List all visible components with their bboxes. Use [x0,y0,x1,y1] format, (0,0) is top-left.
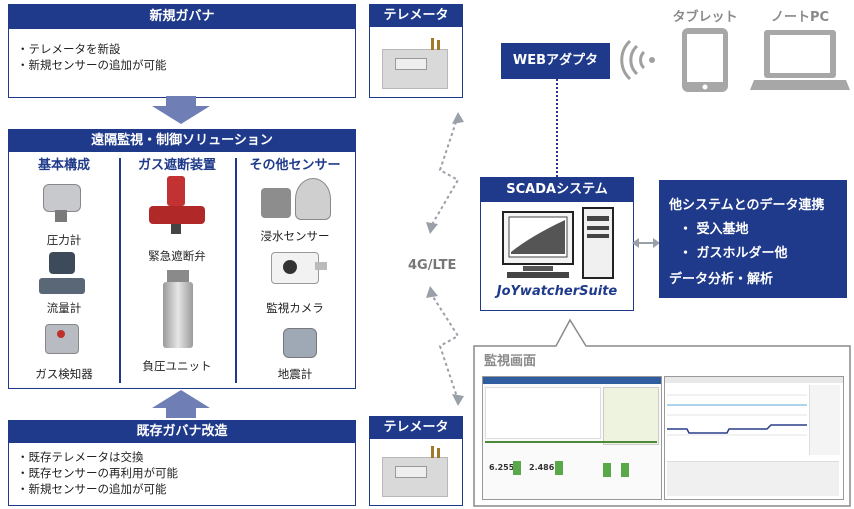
telemeter-device-icon [382,446,448,497]
seismometer-label: 地震計 [277,367,313,381]
pressure-gauge-icon [39,182,85,222]
data-linkage-item-1: ・ 受入基地 [679,222,749,237]
data-linkage-footer: データ分析・解析 [669,272,774,287]
existing-governor-bullet-1: ・既存テレメータは交換 [17,450,144,464]
column-basic-header: 基本構成 [37,158,90,173]
scada-box: SCADAシステム JoYwatcherSuite [480,177,634,311]
existing-governor-bullet-2: ・既存センサーの再利用が可能 [17,466,178,480]
flow-meter-label: 流量計 [46,301,82,315]
negative-pressure-unit-icon [161,270,195,354]
notebook-label: ノートPC [770,10,830,25]
wifi-signal-icon [620,40,655,80]
data-link-arrow-icon [632,238,660,248]
surveillance-camera-label: 監視カメラ [266,301,324,315]
scada-title: SCADAシステム [481,178,633,202]
scada-computer-icon [502,207,614,279]
data-linkage-box: 他システムとのデータ連携 ・ 受入基地 ・ ガスホルダー他 データ分析・解析 [659,180,847,298]
column-shutoff-header: ガス遮断装置 [137,158,216,173]
gas-detector-icon [39,322,85,362]
column-other-sensor-header: その他センサー [249,158,341,173]
flood-sensor-label: 浸水センサー [260,229,330,243]
seismometer-icon [281,326,317,360]
pressure-gauge-label: 圧力計 [46,233,82,247]
telemeter-bottom-box: テレメータ [369,416,463,506]
new-governor-title: 新規ガバナ [9,5,355,29]
remote-solution-box: 遠隔監視・制御ソリューション 基本構成 圧力計 流量計 ガス検知器 ガス遮断装置… [8,129,356,389]
telemeter-top-box: テレメータ [369,4,463,98]
new-governor-bullet-1: ・テレメータを新設 [17,42,121,56]
monitor-title: 監視画面 [484,354,537,369]
down-arrow-icon [152,96,210,124]
telemeter-bottom-title: テレメータ [370,417,462,439]
flow-meter-icon [39,252,85,302]
gas-detector-label: ガス検知器 [35,367,93,381]
flood-sensor-icon [261,178,331,222]
new-governor-box: 新規ガバナ ・テレメータを新設 ・新規センサーの追加が可能 [8,4,356,98]
existing-governor-title: 既存ガバナ改造 [9,421,355,443]
telemeter-top-title: テレメータ [370,5,462,27]
web-adapter-box: WEBアダプタ [501,43,610,79]
up-arrow-icon [152,390,210,418]
monitor-value-1: 6.255 [489,463,515,472]
monitor-screenshot-1: 6.255 2.486 [482,376,662,500]
data-linkage-item-2: ・ ガスホルダー他 [679,246,788,261]
emergency-valve-icon [145,176,209,236]
data-linkage-title: 他システムとのデータ連携 [669,198,825,213]
existing-governor-box: 既存ガバナ改造 ・既存テレメータは交換 ・既存センサーの再利用が可能 ・新規セン… [8,420,356,506]
new-governor-bullet-2: ・新規センサーの追加が可能 [17,58,167,72]
network-label: 4G/LTE [408,258,457,273]
telemeter-device-icon [382,38,448,89]
remote-solution-title: 遠隔監視・制御ソリューション [9,130,355,152]
notebook-icon [750,30,850,90]
surveillance-camera-icon [271,248,327,288]
monitor-screenshot-2 [664,376,844,500]
scada-brand-logo: JoYwatcherSuite [496,284,618,299]
tablet-icon [682,28,728,92]
monitor-value-2: 2.486 [529,463,555,472]
tablet-label: タブレット [672,10,738,25]
web-scada-connector [556,79,558,177]
existing-governor-bullet-3: ・新規センサーの追加が可能 [17,482,167,496]
emergency-valve-label: 緊急遮断弁 [148,249,206,263]
wireless-link-icon [426,112,464,406]
negative-pressure-unit-label: 負圧ユニット [142,359,212,373]
